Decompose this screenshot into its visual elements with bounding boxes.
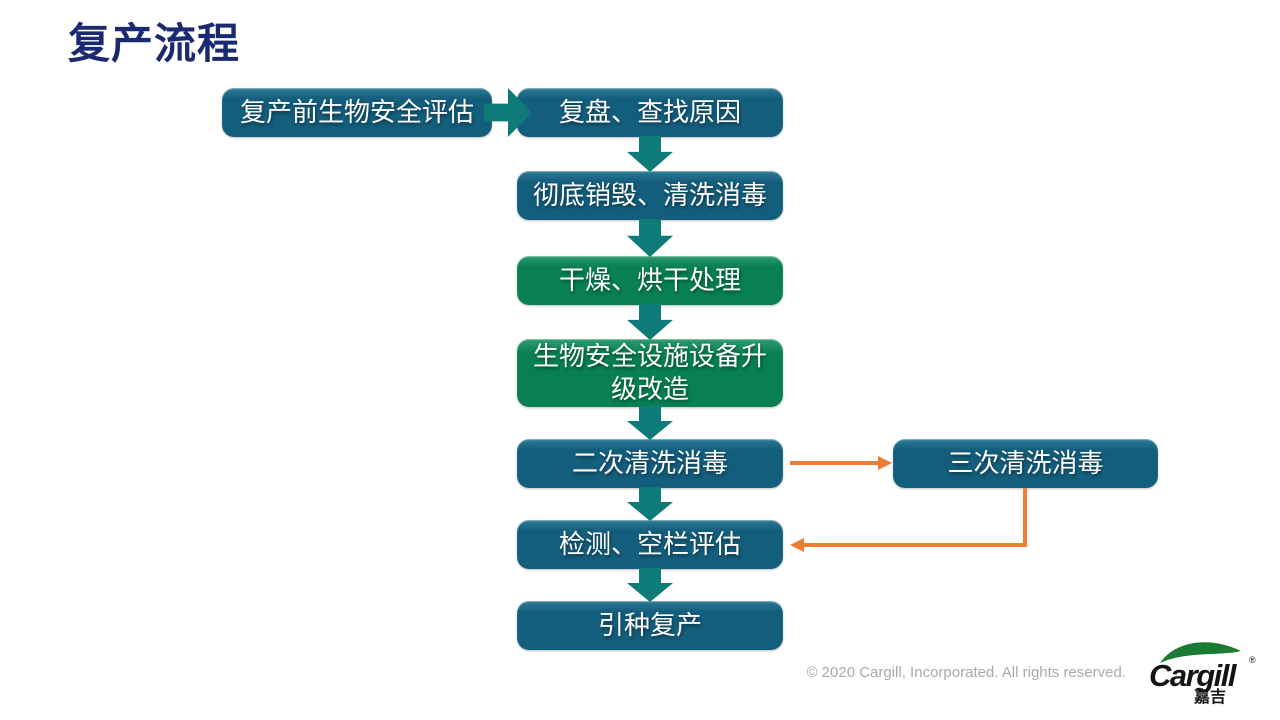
flow-step-destroy-clean: 彻底销毁、清洗消毒 bbox=[517, 171, 783, 220]
leaf-icon bbox=[1160, 642, 1241, 663]
down-block-arrow-icon bbox=[627, 406, 673, 440]
flow-step-second-cleaning: 二次清洗消毒 bbox=[517, 439, 783, 488]
down-block-arrow-icon bbox=[627, 219, 673, 257]
registered-mark: ® bbox=[1249, 655, 1256, 665]
right-block-arrow-icon bbox=[484, 87, 532, 138]
arrowhead-right-icon bbox=[878, 456, 892, 470]
arrowhead-left-icon bbox=[790, 538, 804, 552]
logo-wordmark: Cargill bbox=[1149, 658, 1238, 693]
flow-step-drying: 干燥、烘干处理 bbox=[517, 256, 783, 305]
flow-step-review: 复盘、查找原因 bbox=[517, 88, 783, 137]
down-block-arrow-icon bbox=[627, 487, 673, 521]
copyright-text: © 2020 Cargill, Incorporated. All rights… bbox=[806, 664, 1126, 681]
flow-step-restocking: 引种复产 bbox=[517, 601, 783, 650]
cargill-logo: Cargill ® 嘉吉 bbox=[1149, 642, 1256, 706]
flow-step-facility-upgrade: 生物安全设施设备升级改造 bbox=[517, 339, 783, 407]
down-block-arrow-icon bbox=[627, 136, 673, 172]
flow-step-third-cleaning: 三次清洗消毒 bbox=[893, 439, 1158, 488]
page-title: 复产流程 bbox=[68, 20, 241, 67]
flow-step-testing-evaluation: 检测、空栏评估 bbox=[517, 520, 783, 569]
flow-step-pre-assessment: 复产前生物安全评估 bbox=[222, 88, 492, 137]
logo-chinese-name: 嘉吉 bbox=[1193, 687, 1226, 706]
down-block-arrow-icon bbox=[627, 568, 673, 602]
down-block-arrow-icon bbox=[627, 304, 673, 340]
branch-connector-arrows bbox=[790, 456, 1027, 552]
